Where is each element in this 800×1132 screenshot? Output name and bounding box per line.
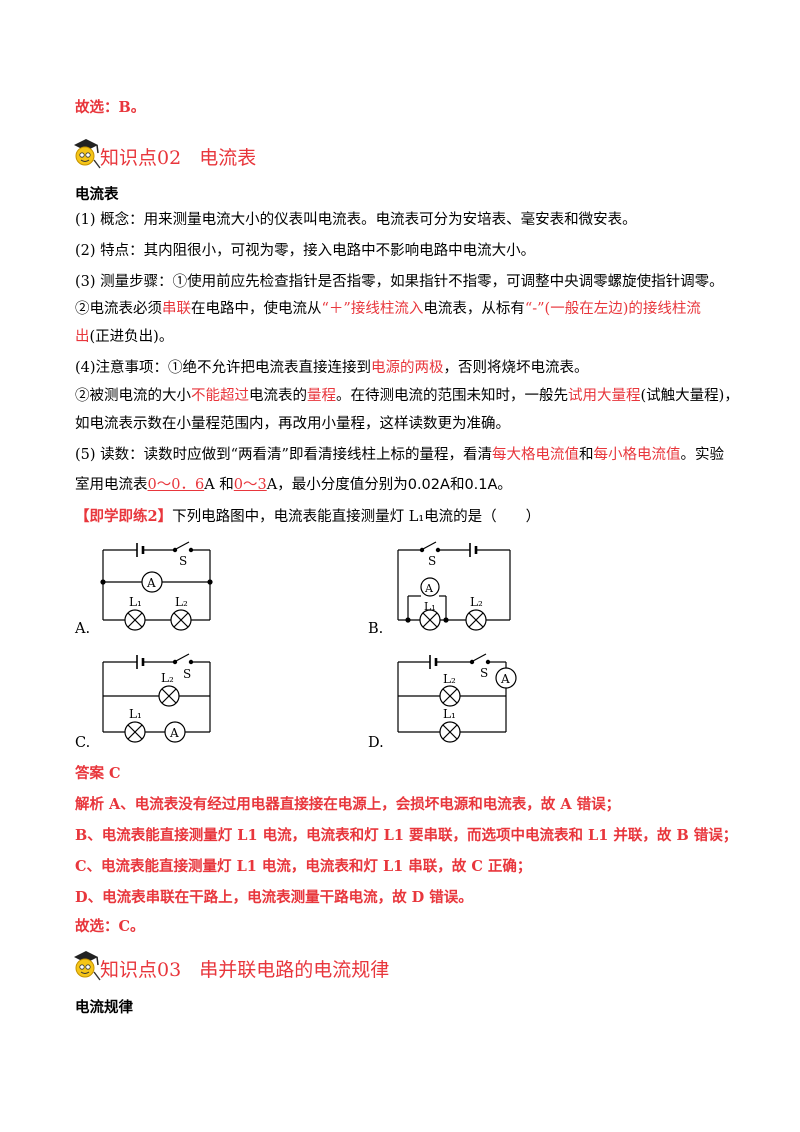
steps-line: (3) 测量步骤：①使用前应先检查指针是否指零，如果指针不指零，可调整中央调零螺… [75,274,724,290]
section-heading-2: 知识点02 电流表 [100,145,256,171]
svg-text:L₁: L₁ [424,600,436,613]
concept-line: (1) 概念：用来测量电流大小的仪表叫电流表。电流表可分为安培表、毫安表和微安表… [75,212,637,228]
feature-line: (2) 特点：其内阻很小，可视为零，接入电路中不影响电路中电流大小。 [75,243,536,259]
svg-text:A: A [169,726,179,740]
circuit-diagram-a: S A L₁ L₂ [100,541,213,631]
option-c-label: C. [75,735,91,751]
svg-text:S: S [428,554,436,568]
svg-text:S: S [179,554,187,568]
svg-text:L₁: L₁ [129,595,142,609]
svg-text:L₂: L₂ [443,672,456,686]
range-line-cont: 如电流表示数在小量程范围内，再改用小量程，这样读数更为准确。 [75,416,510,432]
svg-text:L₁: L₁ [129,707,142,721]
series-line: ②电流表必须串联在电路中，使电流从“＋”接线柱流入电流表，从标有“-”(一般在左… [75,301,701,317]
section-number: 知识点02 [100,147,182,169]
svg-text:S: S [480,666,488,680]
series-line-cont: 出(正进负出)。 [75,329,174,345]
option-a-label: A. [75,621,91,637]
analysis-a: 解析 A、电流表没有经过用电器直接接在电源上，会损坏电源和电流表，故 A 错误； [75,796,621,813]
practice-question: 【即学即练2】下列电路图中，电流表能直接测量灯 L₁电流的是（ ） [75,508,541,525]
practice-tag: 【即学即练2】 [75,508,173,525]
circuit-diagram-b: S A L₁ L₂ [397,541,511,631]
answer-line: 答案 C [75,765,121,782]
reading-line: (5) 读数：读数时应做到“两看清”即看清接线柱上标的量程，看清每大格电流值和每… [75,447,724,463]
circuit-diagram-d: S A L₂ L₁ [397,653,517,743]
svg-text:A: A [146,576,156,590]
svg-text:A: A [500,672,510,686]
circuit-diagram-c: S L₂ L₁ A [102,653,211,743]
option-b-label: B. [368,621,384,637]
svg-text:L₂: L₂ [470,595,483,609]
section-heading-3: 知识点03 串并联电路的电流规律 [100,957,389,983]
svg-text:L₁: L₁ [443,707,456,721]
analysis-d: D、电流表串联在干路上，电流表测量干路电流，故 D 错误。 [75,889,473,906]
option-d-label: D. [368,735,384,751]
range-line: ②被测电流的大小不能超过电流表的量程。在待测电流的范围未知时，一般先试用大量程(… [75,388,739,404]
svg-text:L₂: L₂ [175,595,188,609]
notes-line: (4)注意事项：①绝不允许把电流表直接连接到电源的两极，否则将烧坏电流表。 [75,360,589,376]
svg-text:S: S [183,667,191,681]
previous-conclusion: 故选：B。 [75,99,146,116]
section-title: 串并联电路的电流规律 [199,959,390,981]
analysis-c: C、电流表能直接测量灯 L1 电流，电流表和灯 L1 串联，故 C 正确； [75,858,532,875]
graduate-mascot-icon [74,139,101,169]
section-subhead: 电流规律 [75,1000,133,1016]
reading-line-cont: 室用电流表0～0．6A 和0～3A，最小分度值分别为0.02A和0.1A。 [75,477,512,493]
section-number: 知识点03 [100,959,182,981]
section-subhead: 电流表 [75,187,119,203]
analysis-b: B、电流表能直接测量灯 L1 电流，电流表和灯 L1 要串联，而选项中电流表和 … [75,827,738,844]
svg-text:L₂: L₂ [161,671,174,685]
final-conclusion: 故选：C。 [75,918,145,935]
svg-text:A: A [424,582,434,595]
section-title: 电流表 [199,147,257,169]
graduate-mascot-icon [74,951,101,981]
